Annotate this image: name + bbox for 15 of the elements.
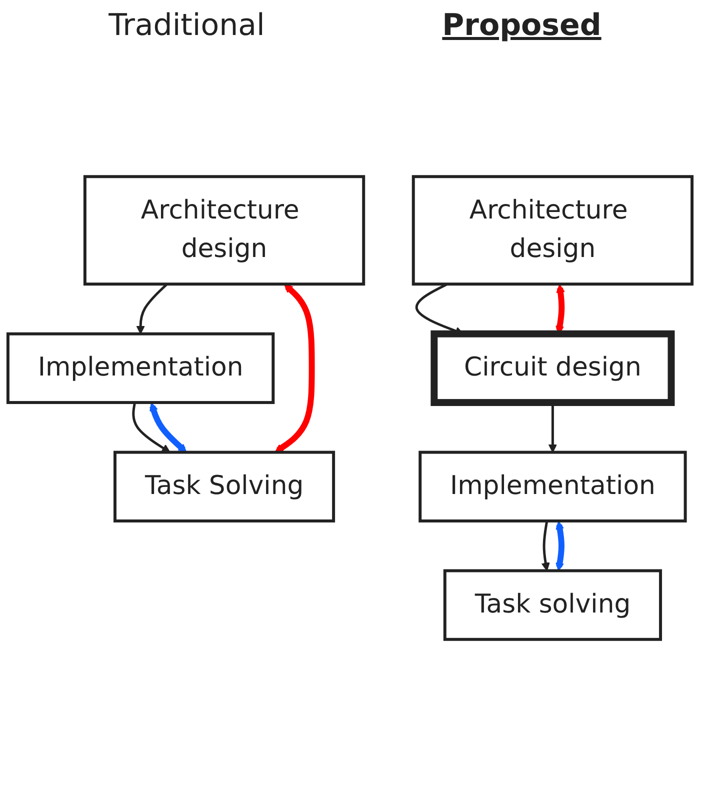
node-box: Task Solving (114, 450, 336, 522)
node-box: Circuit design (430, 330, 675, 406)
arrow (541, 520, 550, 572)
node-box: Architecture design (412, 175, 694, 286)
node-box: Architecture design (83, 175, 366, 286)
column-heading: Traditional (108, 8, 265, 43)
node-box: Implementation (6, 332, 275, 404)
node-box: Task solving (443, 569, 662, 641)
column-heading: Proposed (442, 8, 602, 43)
arrow (274, 284, 315, 453)
arrow (132, 402, 170, 453)
arrow (150, 402, 187, 453)
arrow (555, 520, 564, 572)
arrow (136, 283, 168, 334)
node-box: Implementation (418, 450, 687, 522)
